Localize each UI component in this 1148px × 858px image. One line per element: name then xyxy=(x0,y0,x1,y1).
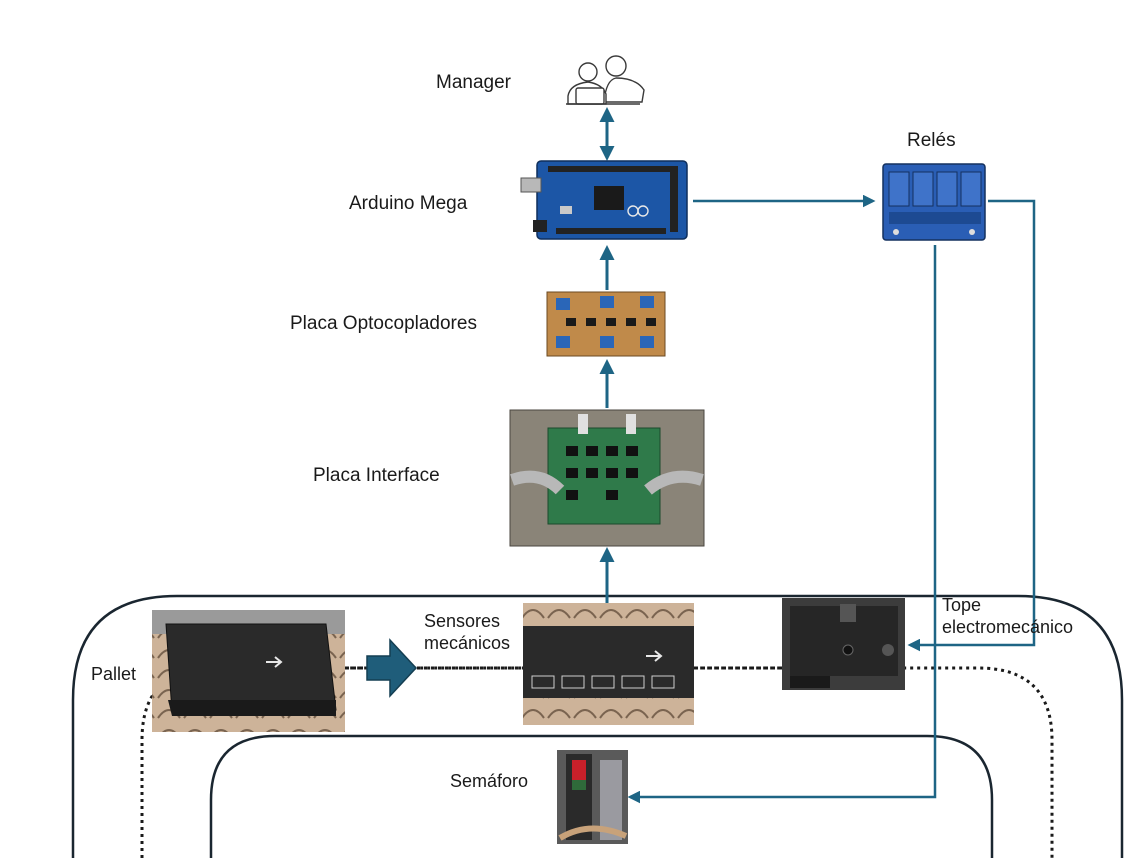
pallet-photo xyxy=(152,610,345,732)
conveyor-inner-loop xyxy=(209,734,994,858)
mechanical-sensors-photo xyxy=(523,603,694,725)
people-at-computer-icon xyxy=(566,55,645,105)
reles-tope-arrow xyxy=(907,199,1036,652)
tope-line-1: Tope xyxy=(942,595,982,615)
arduino-mega-board-image xyxy=(520,160,688,240)
tope-line-2: electromecánico xyxy=(942,617,1074,637)
sensores-line-1: Sensores xyxy=(424,611,501,631)
optocoupler-board-label: Placa Optocopladores xyxy=(290,313,477,334)
traffic-light-photo xyxy=(557,750,628,844)
sensores-line-2: mecánicos xyxy=(424,633,511,653)
traffic-light-label: Semáforo xyxy=(450,771,529,791)
mechanical-sensors-label: Sensores mecánicos xyxy=(424,610,510,654)
manager-label: Manager xyxy=(436,72,511,93)
reles-semaforo-arrow xyxy=(627,245,937,804)
optocoupler-board-image xyxy=(546,291,666,357)
interface-pcb-image xyxy=(509,409,705,547)
relay-module-image xyxy=(882,163,986,241)
conveyor-outer-loop xyxy=(71,594,1124,858)
pallet-label: Pallet xyxy=(91,664,137,684)
arduino-mega-label: Arduino Mega xyxy=(349,193,468,214)
electromechanical-stop-label: Tope electromecánico xyxy=(942,594,1073,638)
interface-board-label: Placa Interface xyxy=(313,465,440,486)
reles-label: Relés xyxy=(907,130,956,151)
electromechanical-stop-photo xyxy=(782,598,905,690)
pallet-direction-arrow xyxy=(366,638,418,698)
